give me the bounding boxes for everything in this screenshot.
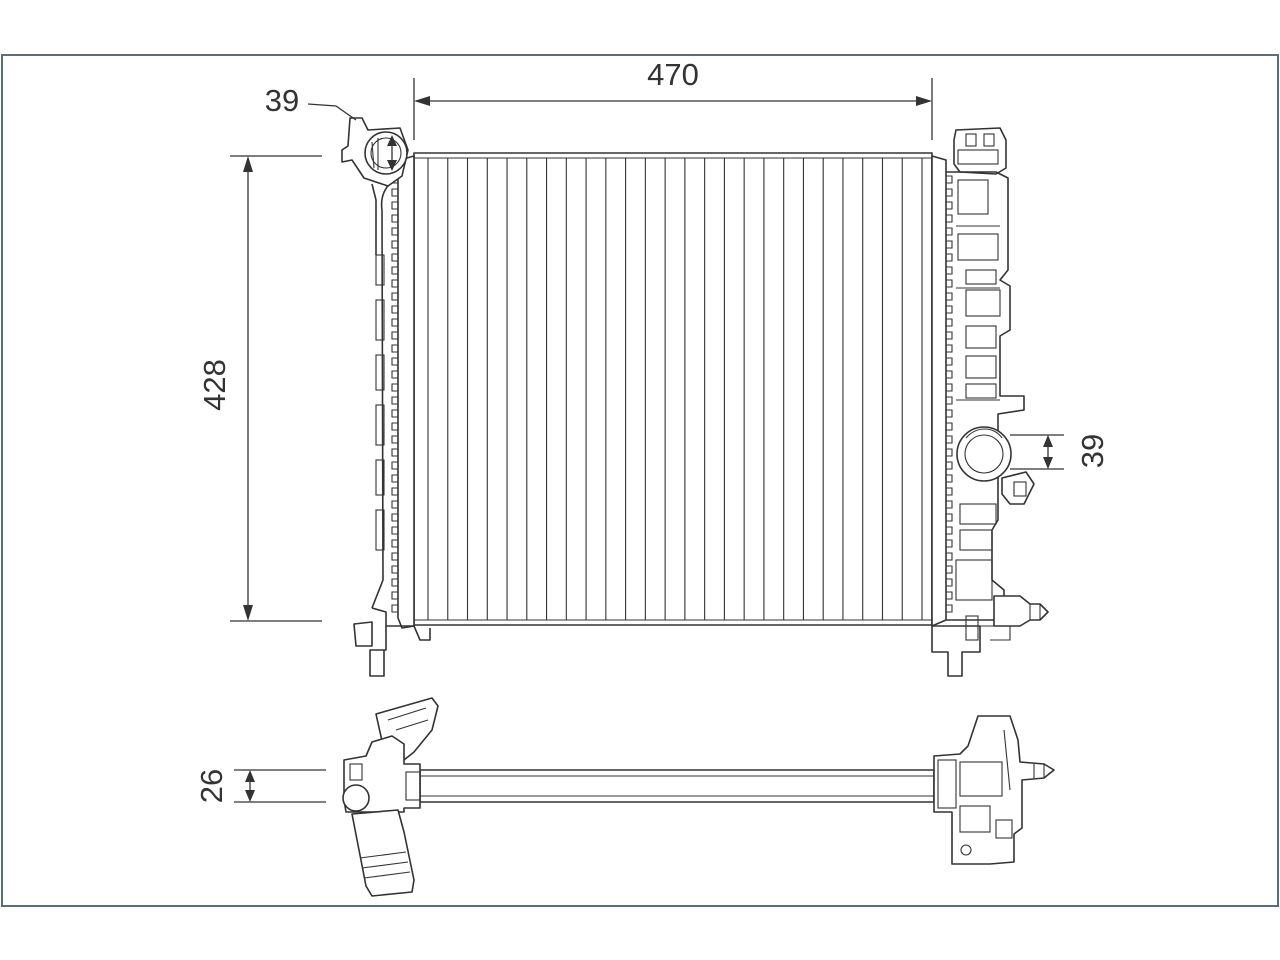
radiator-core: [413, 152, 933, 626]
tank-crimp: [946, 292, 953, 301]
tank-crimp: [391, 344, 398, 353]
tank-crimp: [946, 435, 953, 444]
tank-crimp: [391, 331, 398, 340]
tank-crimp: [946, 279, 953, 288]
right-tank: [931, 127, 1049, 677]
tank-crimp: [946, 552, 953, 561]
tank-crimp: [946, 591, 953, 600]
tank-crimp: [391, 500, 398, 509]
drawing-frame: [1, 54, 1279, 907]
tank-crimp: [391, 487, 398, 496]
core-tubes: [427, 158, 923, 620]
tank-crimp: [391, 474, 398, 483]
tank-crimp: [946, 448, 953, 457]
tank-crimp: [391, 409, 398, 418]
tank-crimp: [391, 448, 398, 457]
right-tank-top: [933, 715, 1055, 865]
tank-crimp: [946, 487, 953, 496]
tank-crimp: [391, 526, 398, 535]
tank-crimp: [946, 539, 953, 548]
tank-crimp: [946, 266, 953, 275]
tank-crimp: [391, 214, 398, 223]
tank-crimp: [946, 578, 953, 587]
tank-crimp: [391, 461, 398, 470]
tank-crimp: [391, 201, 398, 210]
tank-crimp: [391, 240, 398, 249]
tank-crimp: [391, 188, 398, 197]
tank-crimp: [391, 539, 398, 548]
tank-crimp: [946, 370, 953, 379]
tank-crimp: [946, 344, 953, 353]
tank-crimp: [946, 409, 953, 418]
tank-crimp: [946, 357, 953, 366]
tank-crimp: [391, 604, 398, 613]
tank-crimp: [946, 318, 953, 327]
inlet-diameter-label: 39: [265, 83, 299, 118]
radiator-front-view: 470 428 39 39: [197, 57, 1110, 677]
tank-crimp: [946, 565, 953, 574]
tank-crimp: [946, 305, 953, 314]
tank-crimp: [391, 552, 398, 561]
tank-crimp: [946, 188, 953, 197]
tank-crimp: [946, 214, 953, 223]
tank-crimp: [391, 318, 398, 327]
tank-crimp: [946, 253, 953, 262]
tank-crimp: [946, 526, 953, 535]
tank-crimp: [391, 370, 398, 379]
tank-crimp: [946, 461, 953, 470]
dimension-inlet: 39: [265, 83, 357, 121]
tank-crimp: [391, 396, 398, 405]
tank-crimp: [391, 422, 398, 431]
left-tank-top: [342, 697, 439, 897]
dimension-outlet: 39: [1010, 434, 1110, 470]
height-label: 428: [197, 359, 232, 411]
tank-crimp: [391, 227, 398, 236]
width-label: 470: [647, 57, 699, 92]
tank-crimp: [391, 253, 398, 262]
tank-crimp: [946, 227, 953, 236]
tank-crimp: [946, 500, 953, 509]
tank-crimp: [391, 292, 398, 301]
tank-crimp: [391, 357, 398, 366]
tank-crimp: [946, 240, 953, 249]
dimension-width: 470: [413, 57, 933, 140]
dimension-depth: 26: [194, 769, 326, 803]
tank-crimp: [391, 435, 398, 444]
tank-crimp: [391, 578, 398, 587]
tank-crimp: [946, 474, 953, 483]
tank-crimp: [946, 604, 953, 613]
tank-crimp: [391, 513, 398, 522]
tank-crimp: [391, 383, 398, 392]
dimension-height: 428: [197, 155, 322, 622]
inlet-neck: [341, 117, 409, 187]
tank-crimp: [946, 396, 953, 405]
tank-crimp: [391, 279, 398, 288]
tank-crimp: [391, 305, 398, 314]
outlet-diameter-label: 39: [1075, 434, 1110, 468]
tank-crimp: [946, 175, 953, 184]
depth-label: 26: [194, 769, 229, 803]
core-depth-body: [419, 769, 935, 803]
tank-crimp: [391, 266, 398, 275]
tank-crimp: [946, 331, 953, 340]
tank-crimp: [391, 591, 398, 600]
tank-crimp: [946, 513, 953, 522]
tank-crimp: [946, 201, 953, 210]
tank-crimp: [391, 565, 398, 574]
tank-crimp: [946, 383, 953, 392]
tank-crimp: [946, 422, 953, 431]
radiator-top-view: 26: [194, 697, 1055, 897]
